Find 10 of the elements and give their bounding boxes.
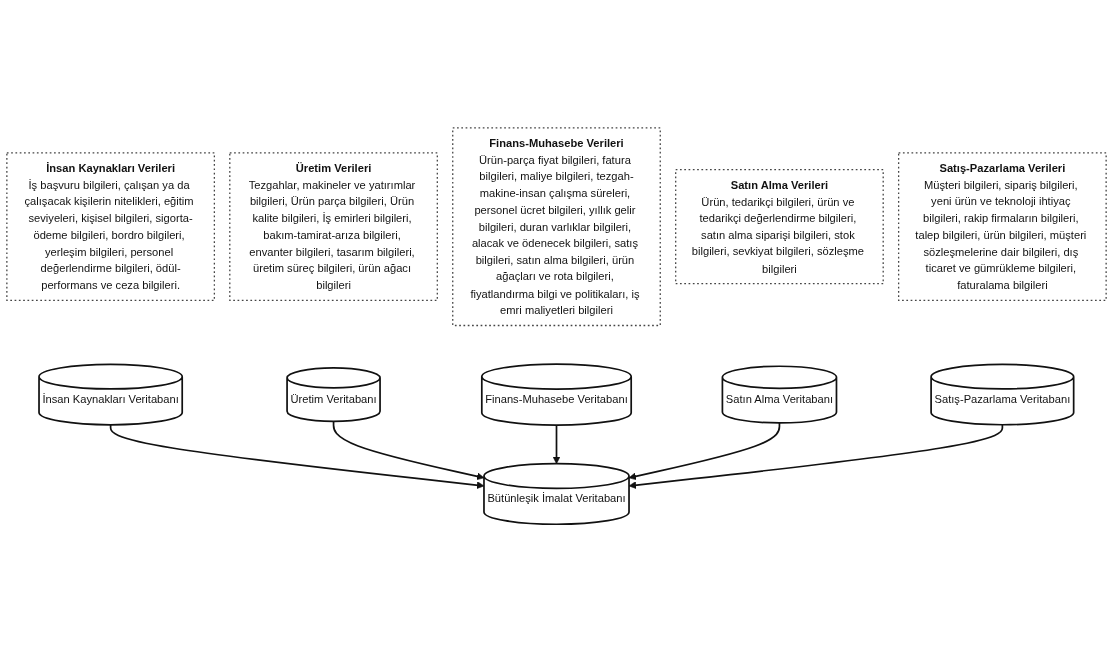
arrow [628, 422, 781, 480]
node-box: Satın Alma Verileri Ürün, tedarikçi bilgileri, ürün ve tedarikçi değerlendirme bilgileri, satın alma siparişi bilgileri, stok bilgileri, sevkiyat bilgileri, sözleşme bilgileri [675, 168, 884, 285]
node-box: Finans-Muhasebe Verileri Ürün-parça fiyat bilgileri, fatura bilgileri, maliye bilgileri, tezgah-makine-insan çalışma süreleri, personel ücret bilgileri, yıllık gelir bilgileri, duran varlıklar bilgileri, alacak ve ödenecek bilgileri, satış bilgileri, satın alma bilgileri, ürün ağaçları ve rota bilgileri, fiyatlandırma bilgi ve politikaları, iş emri maliyetleri bilgileri [452, 127, 661, 327]
node-box: Üretim Verileri Tezgahlar, makineler ve yatırımlar bilgileri, Ürün parça bilgileri, Ürün kalite bilgileri, İş emirleri bilgileri, bakım-tamirat-arıza bilgileri, envanter bilgileri, tasarım bilgileri, üretim süreç bilgileri, ürün ağacı bilgileri [229, 152, 438, 301]
arrow [109, 423, 485, 489]
arrow [628, 423, 1004, 489]
node-box: İnsan Kaynakları Verileri İş başvuru bilgileri, çalışan ya da çalışacak kişilerin nitelikleri, eğitim seviyeleri, kişisel bilgileri, sigorta-ödeme bilgileri, bordro bilgileri, yerleşim bilgileri, personel değerlendirme bilgileri, ödül-performans ve ceza bilgileri. [6, 152, 215, 301]
node-box: Satış-Pazarlama Verileri Müşteri bilgileri, sipariş bilgileri, yeni ürün ve teknoloji ihtiyaç bilgileri, rakip firmaların bilgileri, talep bilgileri, ürün bilgileri, müşteri sözleşmelerine dair bilgileri, dış ticaret ve gümrükleme bilgileri, faturalama bilgileri [898, 152, 1107, 301]
arrow [552, 424, 561, 464]
arrow [332, 420, 485, 480]
